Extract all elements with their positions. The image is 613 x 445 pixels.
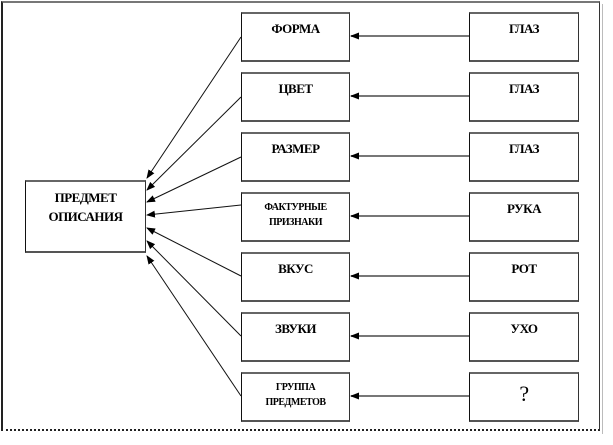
source-box-unknown: ?	[469, 372, 579, 422]
property-label: ЗВУКИ	[274, 321, 317, 336]
property-box-object-group: ГРУППА ПРЕДМЕТОВ	[241, 372, 350, 422]
source-box-hand: РУКА	[469, 192, 579, 242]
source-label: УХО	[510, 321, 538, 336]
source-label: РУКА	[507, 201, 541, 216]
source-box-mouth: РОТ	[469, 252, 579, 302]
property-to-subject-arrow	[146, 204, 242, 218]
source-label: ГЛАЗ	[509, 81, 539, 96]
property-label-line2: ПРЕДМЕТОВ	[265, 397, 326, 408]
property-to-subject-arrow	[146, 240, 242, 337]
source-box-eye: ГЛАЗ	[469, 132, 579, 182]
property-box-color: ЦВЕТ	[241, 72, 350, 122]
property-to-subject-arrow	[146, 227, 242, 277]
source-box-eye: ГЛАЗ	[469, 72, 579, 122]
diagram-frame	[1, 1, 600, 431]
property-label-line1: ГРУППА	[275, 382, 316, 393]
source-label: РОТ	[511, 261, 537, 276]
source-label: ГЛАЗ	[509, 141, 539, 156]
subject-label-line1: ПРЕДМЕТ	[54, 190, 117, 205]
subject-label-line2: ОПИСАНИЯ	[48, 209, 123, 224]
property-to-subject-arrow	[146, 255, 242, 397]
property-box-taste: ВКУС	[241, 252, 350, 302]
property-box-shape: ФОРМА	[241, 12, 350, 62]
property-label: ФОРМА	[271, 21, 320, 36]
property-label-line1: ФАКТУРНЫЕ	[264, 202, 327, 213]
source-box-ear: УХО	[469, 312, 579, 362]
property-label: ЦВЕТ	[278, 81, 313, 96]
source-box-eye: ГЛАЗ	[469, 12, 579, 62]
property-to-subject-arrow	[146, 156, 242, 203]
property-box-texture: ФАКТУРНЫЕ ПРИЗНАКИ	[241, 192, 350, 242]
subject-label: ПРЕДМЕТ ОПИСАНИЯ	[26, 182, 145, 226]
property-to-subject-arrow	[146, 36, 242, 179]
property-label: ФАКТУРНЫЕ ПРИЗНАКИ	[242, 194, 349, 230]
source-label: ГЛАЗ	[509, 21, 539, 36]
property-to-subject-arrow	[146, 96, 242, 191]
property-box-size: РАЗМЕР	[241, 132, 350, 182]
property-label: ГРУППА ПРЕДМЕТОВ	[242, 374, 349, 410]
subject-box: ПРЕДМЕТ ОПИСАНИЯ	[25, 180, 146, 253]
property-label: ВКУС	[278, 261, 313, 276]
property-box-sounds: ЗВУКИ	[241, 312, 350, 362]
frame-shadow	[602, 4, 603, 434]
property-label-line2: ПРИЗНАКИ	[269, 217, 322, 228]
property-label: РАЗМЕР	[271, 141, 320, 156]
source-label: ?	[519, 381, 529, 406]
